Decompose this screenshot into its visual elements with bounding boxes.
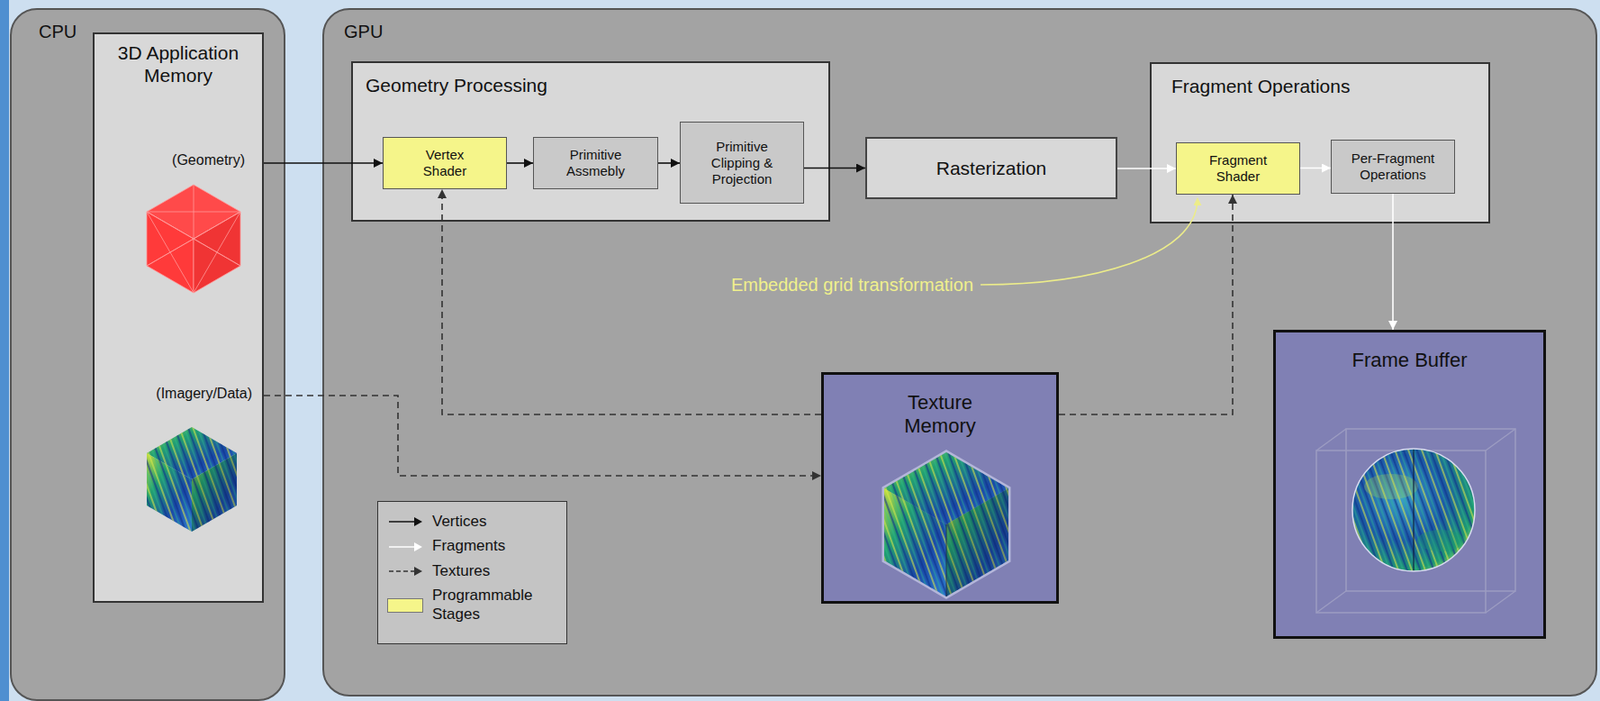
process-box: Primitive Assmebly <box>533 136 659 190</box>
node-label: 3D Application Memory <box>98 41 259 87</box>
connector <box>1058 194 1233 415</box>
legend-swatch <box>387 597 424 613</box>
node-label: Per-Fragment Operations <box>1343 150 1443 183</box>
connector <box>442 189 822 415</box>
node-label: Geometry Processing <box>365 73 548 97</box>
connector <box>1392 193 1394 330</box>
leader-line <box>980 198 1198 285</box>
connector <box>804 167 866 170</box>
node-label: Texture Memory <box>881 390 999 439</box>
cpu-panel: CPU 3D Application Memory <box>9 8 286 701</box>
process-box: Per-Fragment Operations <box>1330 139 1456 194</box>
programmable-stage: Fragment Shader <box>1175 142 1301 195</box>
legend-row: Textures <box>387 561 558 580</box>
node-label: Primitive Assmebly <box>555 146 637 180</box>
connector <box>506 162 534 164</box>
node-label: Fragment Operations <box>1171 74 1350 98</box>
stage-group: Fragment OperationsFragment Shader Per-Fr… <box>1149 62 1491 224</box>
data-cube <box>146 426 237 532</box>
process-box: Rasterization <box>865 136 1118 199</box>
legend-line-sample <box>387 540 424 553</box>
legend-label: Fragments <box>432 536 506 555</box>
legend-label: Programmable Stages <box>432 586 550 624</box>
node-label: Fragment Shader <box>1197 152 1279 185</box>
connector <box>263 395 822 476</box>
legend-label: Textures <box>432 561 490 580</box>
process-box: Primitive Clipping & Projection <box>679 121 805 204</box>
node-label: CPU <box>38 20 77 43</box>
node-label: Primitive Clipping & Projection <box>696 138 787 188</box>
connector <box>658 162 680 164</box>
geometry-cube <box>146 184 241 293</box>
bounding-cube <box>1316 428 1516 613</box>
legend-line-sample <box>387 515 424 528</box>
node-label: Rasterization <box>936 156 1048 180</box>
memory-box: 3D Application Memory <box>92 32 264 603</box>
connector <box>1117 167 1176 170</box>
programmable-stage: Vertex Shader <box>382 136 507 190</box>
node-label: Frame Buffer <box>1352 348 1468 372</box>
annotation: Embedded grid transformation <box>731 273 974 296</box>
connector <box>263 162 383 164</box>
legend-row: Vertices <box>387 512 558 531</box>
legend: VerticesFragmentsTexturesProgrammable St… <box>377 500 568 644</box>
legend-label: Vertices <box>432 512 487 531</box>
node-label: GPU <box>343 20 383 43</box>
memory-box: Texture Memory <box>821 371 1059 604</box>
connector <box>1300 167 1331 170</box>
data-label: (Imagery/Data) <box>108 384 253 402</box>
texture-cube <box>884 451 1009 597</box>
rendered-sphere <box>1350 446 1477 573</box>
stage-group: Geometry ProcessingVertex Shader Primitiv… <box>351 61 831 222</box>
legend-line-sample <box>387 564 424 578</box>
node-label: Vertex Shader <box>404 146 486 180</box>
legend-row: Programmable Stages <box>387 586 558 624</box>
memory-box: Frame Buffer <box>1273 329 1546 639</box>
legend-row: Fragments <box>387 536 558 555</box>
data-label: (Geometry) <box>117 151 245 169</box>
